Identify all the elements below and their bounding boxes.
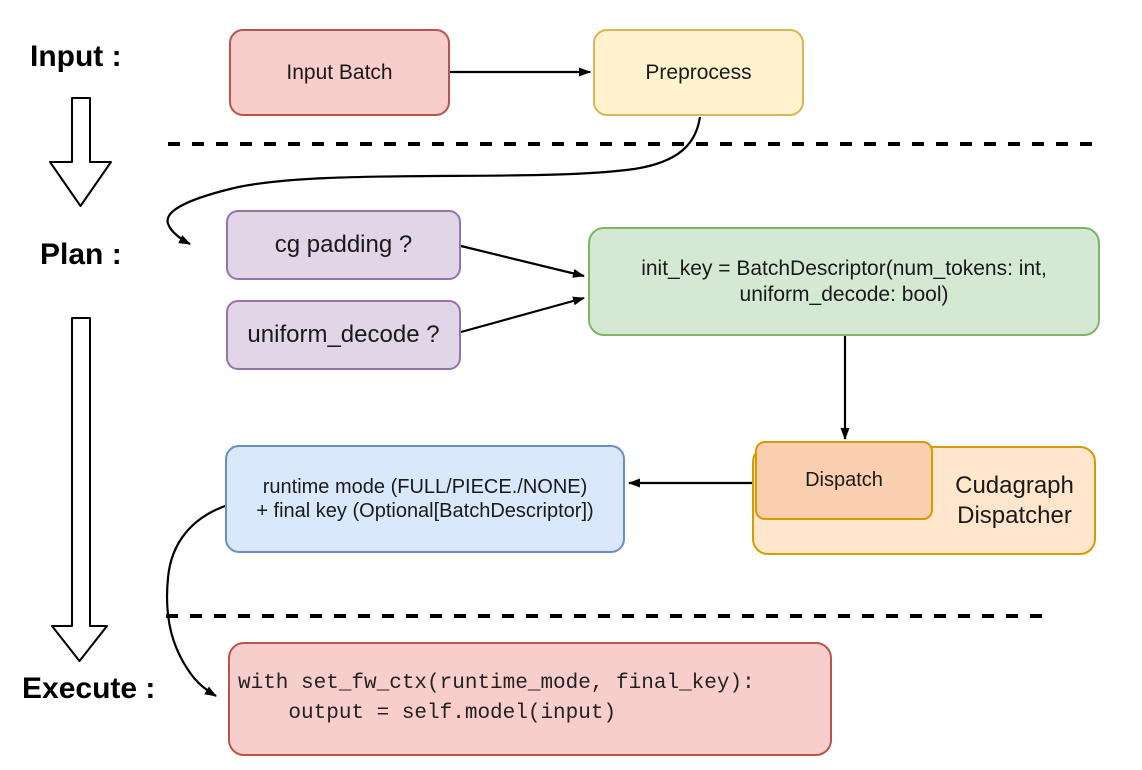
plan-to-execute-hollow-arrow xyxy=(51,317,108,662)
node-init-key-line2: uniform_decode: bool) xyxy=(739,282,949,306)
arrow-uniform-decode-to-init-key xyxy=(460,296,585,334)
node-runtime-key-line1: runtime mode (FULL/PIECE./NONE) xyxy=(262,475,588,498)
node-runtime-key: runtime mode (FULL/PIECE./NONE) + final … xyxy=(225,445,625,553)
node-runtime-key-line2: + final key (Optional[BatchDescriptor]) xyxy=(256,500,594,522)
arrow-cg-padding-to-init-key xyxy=(460,244,585,278)
cudagraph-dispatcher-label: Cudagraph Dispatcher xyxy=(933,446,1096,555)
node-cg-padding: cg padding ? xyxy=(226,210,461,280)
node-preprocess: Preprocess xyxy=(593,29,804,116)
arrow-runtime-key-to-execute-code xyxy=(165,503,229,697)
node-preprocess-label: Preprocess xyxy=(645,60,752,84)
node-dispatch: Dispatch xyxy=(755,441,933,520)
node-cg-padding-label: cg padding ? xyxy=(274,231,413,259)
node-uniform-decode: uniform_decode ? xyxy=(226,300,461,370)
phase-label-execute: Execute : xyxy=(22,672,156,705)
node-init-key-line1: init_key = BatchDescriptor(num_tokens: i… xyxy=(641,256,1047,280)
input-to-plan-hollow-arrow xyxy=(49,97,112,207)
cudagraph-dispatcher-line1: Cudagraph xyxy=(955,471,1074,499)
node-input-batch-label: Input Batch xyxy=(286,60,393,84)
node-input-batch: Input Batch xyxy=(229,29,450,116)
arrow-preprocess-to-cg-padding xyxy=(166,116,702,245)
cudagraph-dispatcher-line2: Dispatcher xyxy=(957,501,1072,529)
phase-label-input: Input : xyxy=(30,40,122,73)
node-uniform-decode-label: uniform_decode ? xyxy=(247,321,440,349)
node-init-key: init_key = BatchDescriptor(num_tokens: i… xyxy=(588,227,1100,336)
execute-code-line2: output = self.model(input) xyxy=(238,702,617,725)
node-execute-code: with set_fw_ctx(runtime_mode, final_key)… xyxy=(228,642,832,756)
phase-label-plan: Plan : xyxy=(40,238,122,271)
node-dispatch-label: Dispatch xyxy=(805,469,883,492)
execute-code-line1: with set_fw_ctx(runtime_mode, final_key)… xyxy=(238,672,755,695)
